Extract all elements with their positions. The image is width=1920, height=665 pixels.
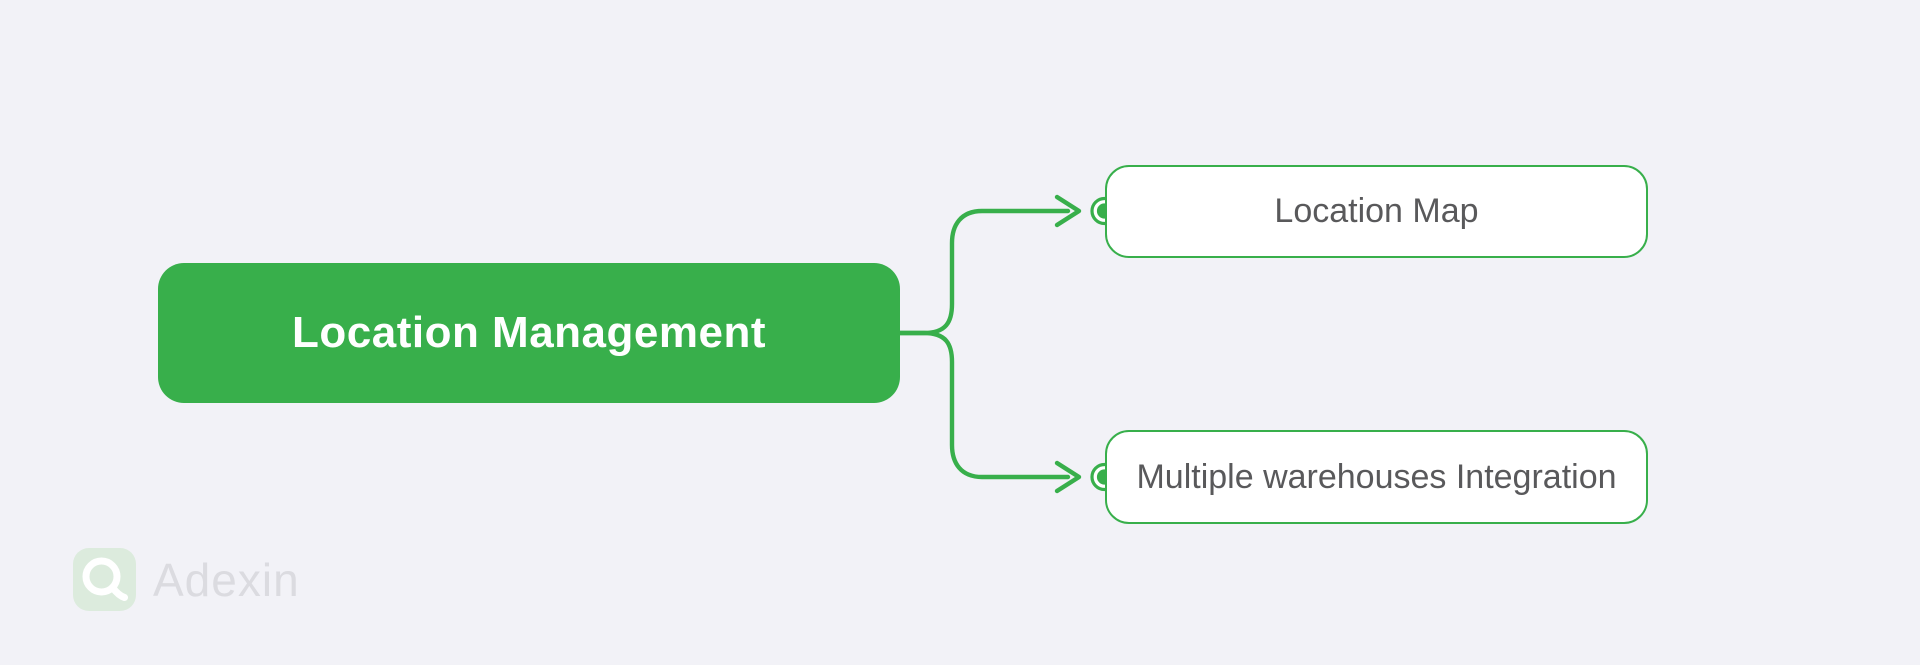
child-node-label: Location Map	[1274, 192, 1479, 230]
adexin-logo-icon	[73, 548, 136, 611]
connector-bottom-branch	[897, 330, 1071, 480]
brand-watermark: Adexin	[73, 548, 300, 611]
arrowhead-top-icon	[1054, 194, 1082, 228]
child-node-label: Multiple warehouses Integration	[1136, 457, 1617, 496]
arrowhead-bottom-icon	[1054, 460, 1082, 494]
node-multiple-warehouses-integration: Multiple warehouses Integration	[1105, 430, 1648, 524]
root-node-label: Location Management	[292, 308, 766, 357]
connector-top-branch	[897, 208, 1071, 336]
brand-name: Adexin	[153, 553, 300, 606]
node-location-map: Location Map	[1105, 165, 1648, 258]
node-location-management: Location Management	[158, 263, 900, 403]
